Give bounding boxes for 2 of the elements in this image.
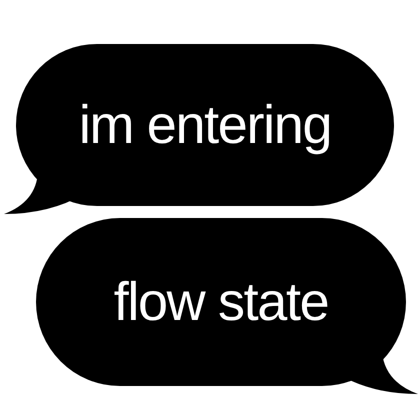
bubble-text: flow state <box>114 275 328 329</box>
bubble-text: im entering <box>78 98 332 152</box>
